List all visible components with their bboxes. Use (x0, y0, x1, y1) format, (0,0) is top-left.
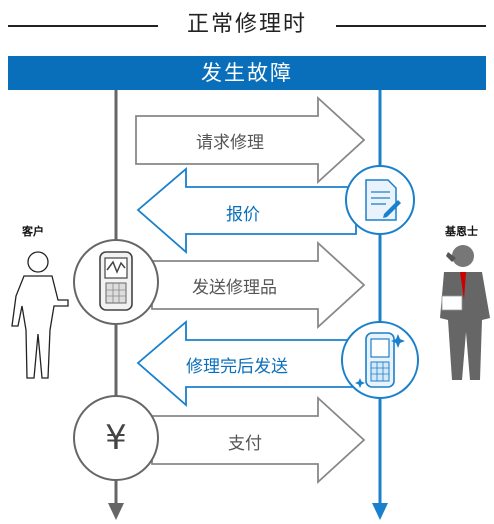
arrow-quote (136, 167, 357, 254)
handheld-scanner-repaired-icon (341, 321, 419, 399)
customer-timeline-arrowhead (108, 503, 124, 520)
keyence-timeline-arrowhead (372, 503, 388, 520)
step-label-payment: 支付 (228, 434, 262, 454)
page-title: 正常修理时 (174, 12, 319, 37)
customer-figure (11, 251, 69, 379)
step-label-send-item: 发送修理品 (192, 278, 277, 298)
keyence-label: 基恩士 (445, 225, 478, 238)
arrow-request-repair (135, 95, 366, 185)
handheld-scanner-broken-icon (73, 239, 159, 325)
yen-icon (73, 395, 159, 481)
step-label-request-repair: 请求修理 (196, 133, 264, 153)
document-icon (345, 165, 415, 235)
title-rule-right (336, 25, 486, 27)
yen-symbol: ¥ (105, 418, 127, 458)
step-label-return-repaired: 修理完后发送 (186, 357, 288, 377)
arrow-return-repaired (136, 320, 357, 407)
step-label-quote: 报价 (226, 205, 260, 225)
arrow-payment (151, 395, 366, 485)
title-rule-left (8, 25, 158, 27)
customer-label: 客户 (22, 225, 44, 238)
title-bar: 正常修理时 (0, 8, 494, 42)
keyence-staff-figure (440, 245, 490, 380)
fault-banner: 发生故障 (8, 56, 486, 90)
arrow-send-item (151, 240, 366, 330)
